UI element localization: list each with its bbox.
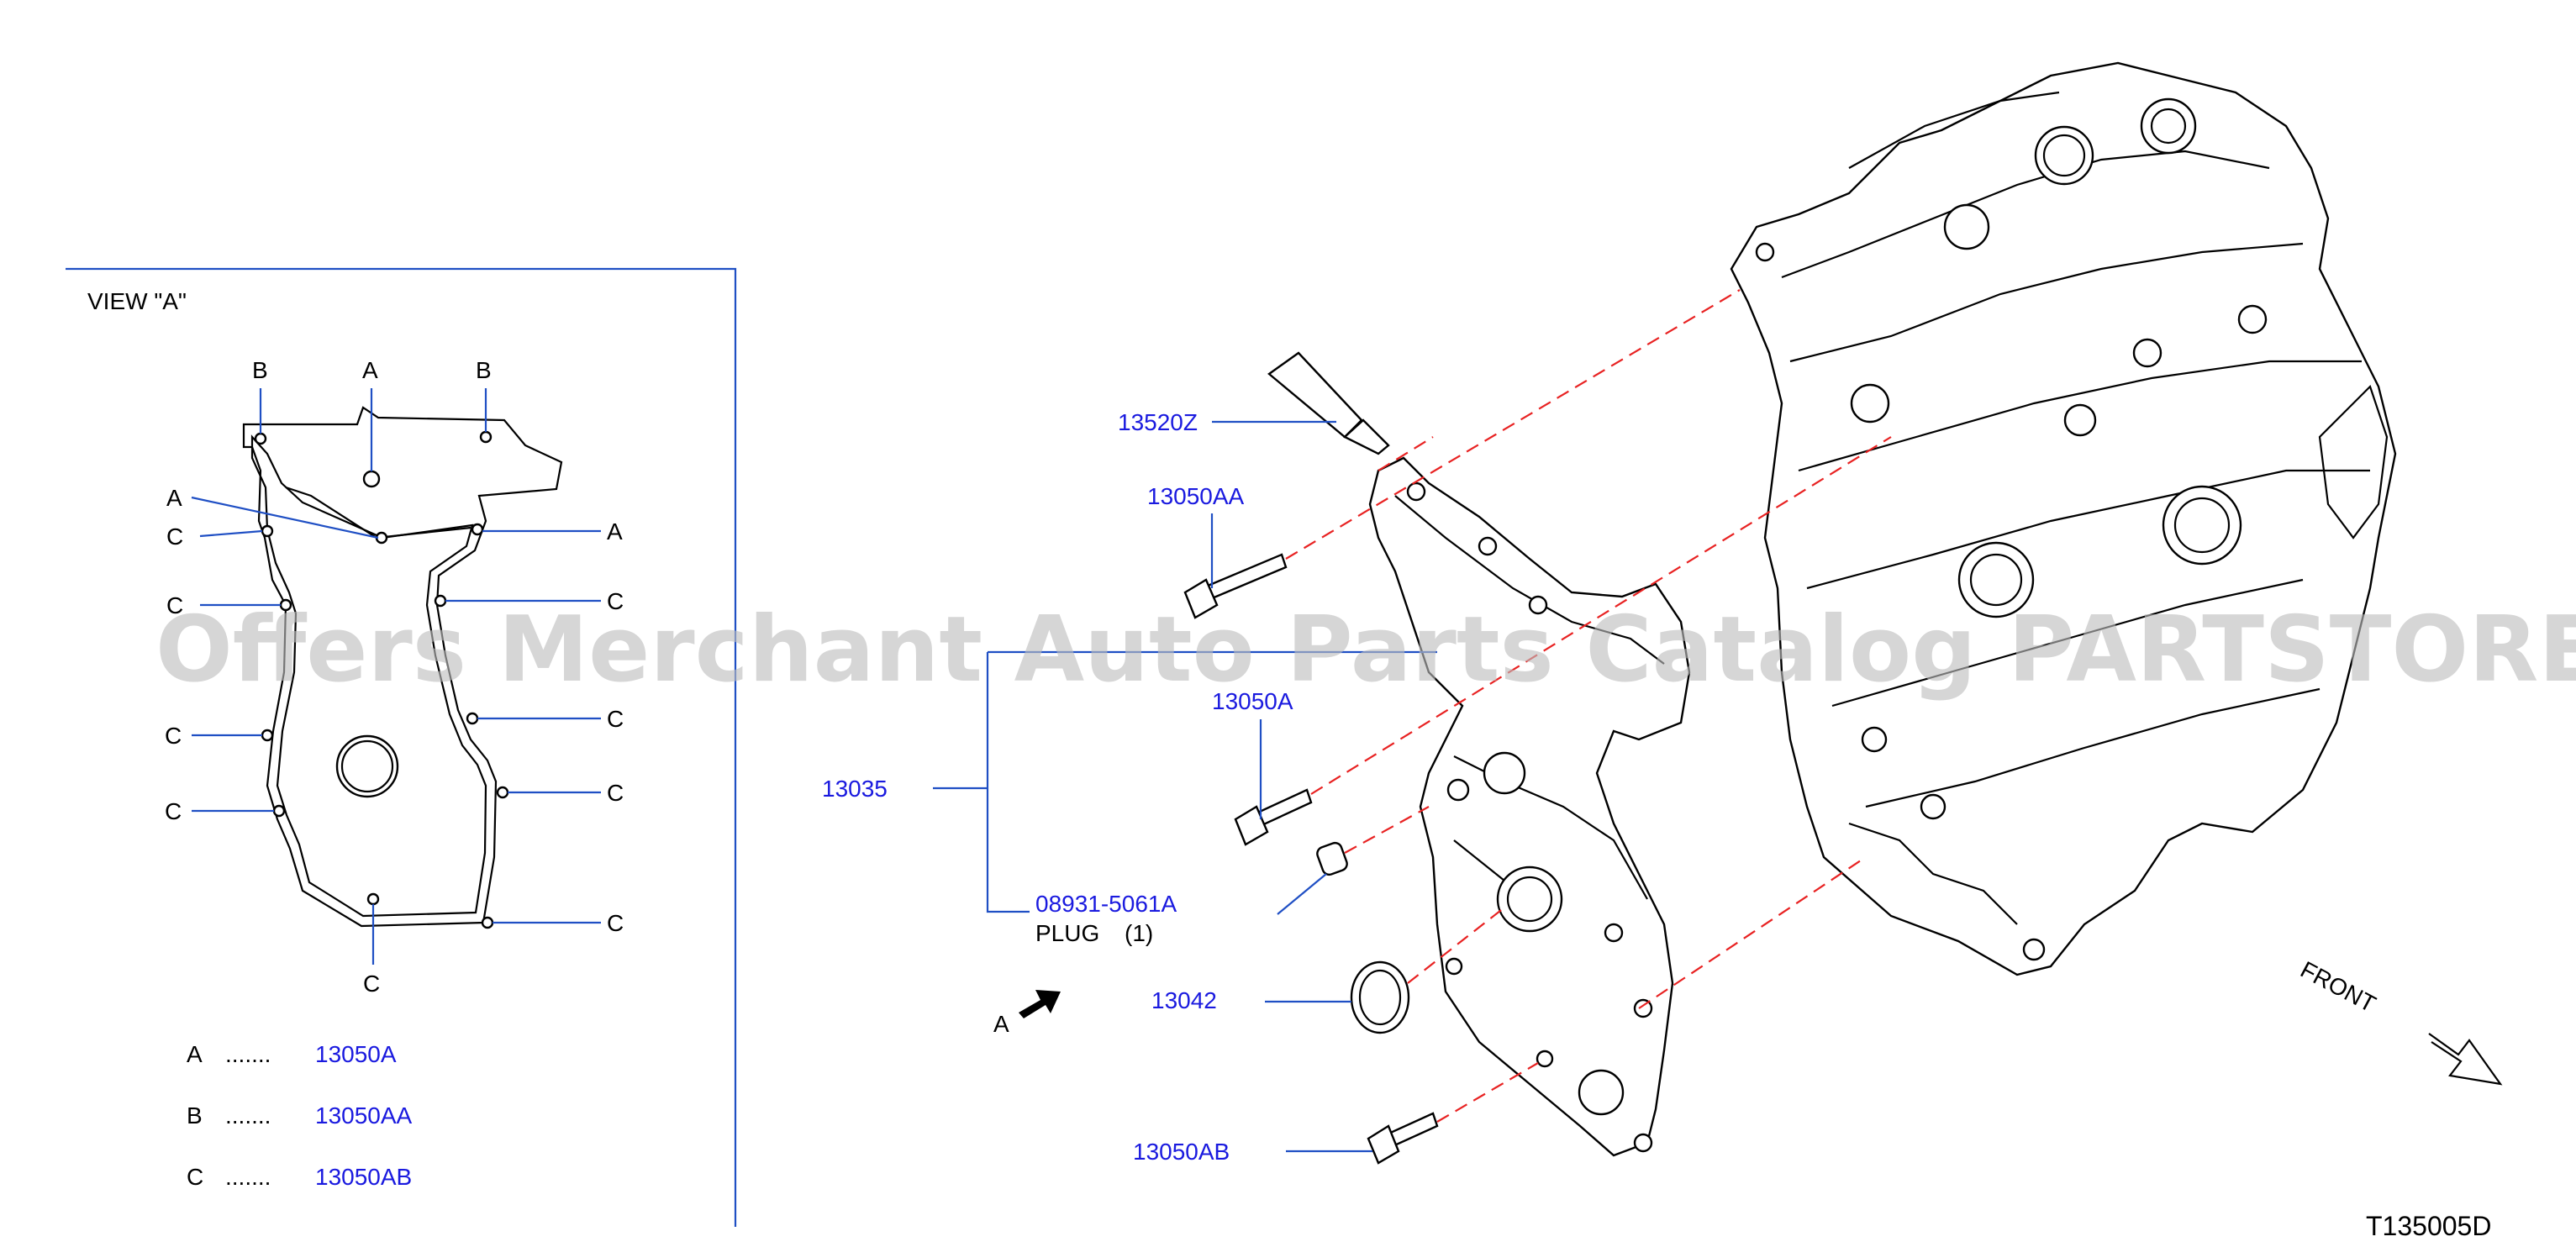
bolt-13050a: [1234, 788, 1313, 846]
view-a-arrow-label: A: [993, 1011, 1009, 1037]
legend-key-b: B: [187, 1102, 203, 1129]
front-indicator: FRONT: [2296, 956, 2503, 1086]
view-title: VIEW "A": [87, 288, 187, 314]
engine-block-illustration: [1730, 61, 2397, 976]
plug-08931: [1316, 841, 1348, 876]
view-a-arrow-icon: [1019, 990, 1061, 1018]
marker-a-left: A: [166, 485, 182, 511]
legend-part-b[interactable]: 13050AA: [315, 1102, 413, 1129]
callout-13035[interactable]: 13035: [822, 776, 888, 802]
view-leaders: [191, 388, 601, 965]
legend-dots-b: .......: [225, 1102, 271, 1129]
legend-dots-a: .......: [225, 1041, 271, 1067]
legend-key-c: C: [187, 1164, 203, 1190]
view-markers: B A B A A C C C C C C C C C C: [165, 357, 624, 997]
view-a-arrow: A: [993, 990, 1061, 1037]
callout-plug-qty: (1): [1125, 920, 1153, 946]
callout-13042[interactable]: 13042: [1151, 987, 1217, 1013]
marker-c-4: C: [607, 706, 624, 732]
marker-b-left: B: [252, 357, 268, 383]
bolt-legend: A ....... 13050A B ....... 13050AA C ...…: [187, 1041, 413, 1190]
bolt-13050aa: [1183, 553, 1288, 619]
marker-c-8: C: [607, 910, 624, 936]
marker-c-7: C: [165, 798, 182, 824]
diagram-code: T135005D: [2366, 1211, 2491, 1241]
oil-seal-13042: [1350, 960, 1410, 1034]
marker-c-3: C: [607, 588, 624, 614]
front-cover-illustration: [1368, 456, 1691, 1157]
marker-c-5: C: [165, 723, 182, 749]
callout-13520z[interactable]: 13520Z: [1118, 409, 1198, 435]
callout-13050a[interactable]: 13050A: [1212, 688, 1293, 714]
front-arrow-icon: [2428, 1033, 2503, 1086]
marker-c-2: C: [166, 592, 183, 618]
callout-labels: 13520Z 13050AA 13050A 13035 08931-5061A …: [822, 409, 1293, 1165]
marker-a-right: A: [607, 518, 623, 545]
callout-08931-5061a[interactable]: 08931-5061A: [1035, 891, 1177, 917]
callout-plug-name: PLUG: [1035, 920, 1099, 946]
watermark-text: Offers Merchant Auto Parts Catalog PARTS…: [155, 597, 2576, 702]
view-a-panel: VIEW "A": [66, 267, 737, 1227]
callout-13050ab[interactable]: 13050AB: [1133, 1139, 1230, 1165]
marker-c-6: C: [607, 780, 624, 806]
legend-part-c[interactable]: 13050AB: [315, 1164, 412, 1190]
legend-key-a: A: [187, 1041, 203, 1067]
legend-dots-c: .......: [225, 1164, 271, 1190]
view-panel-frame: [66, 267, 737, 1227]
marker-a-top: A: [362, 357, 378, 383]
sealant-tube: [1267, 351, 1390, 455]
marker-b-right: B: [476, 357, 492, 383]
front-label: FRONT: [2296, 956, 2380, 1018]
marker-c-1: C: [166, 524, 183, 550]
marker-c-bottom: C: [363, 971, 380, 997]
legend-part-a[interactable]: 13050A: [315, 1041, 397, 1067]
bolt-13050ab: [1367, 1112, 1439, 1165]
phantom-lines: [1285, 289, 1892, 1123]
callout-leaders: [933, 420, 1437, 1153]
cover-gasket-outline: [242, 406, 563, 929]
callout-13050aa[interactable]: 13050AA: [1147, 483, 1245, 509]
